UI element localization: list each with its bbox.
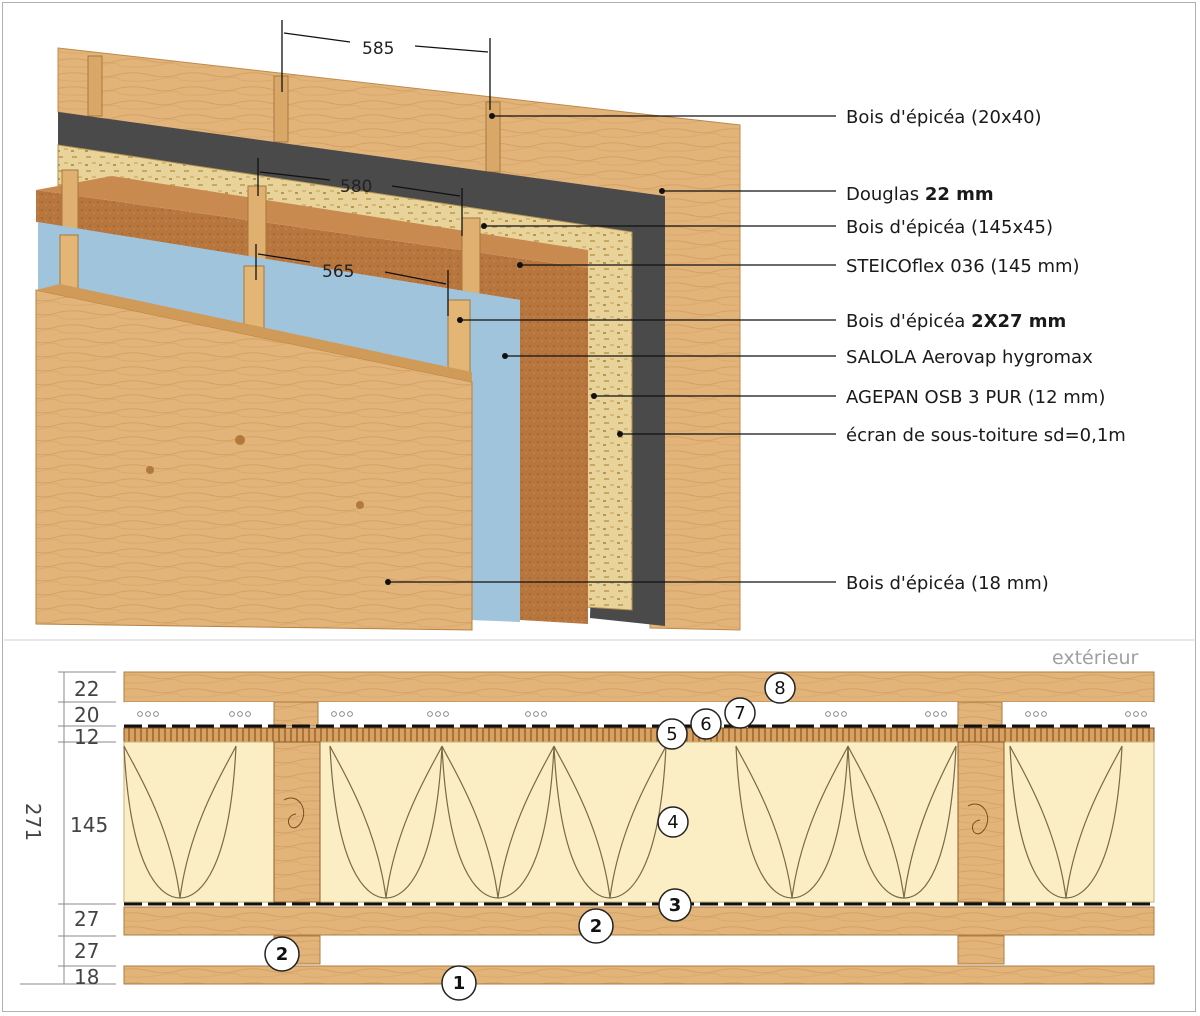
- label-interior-board: Bois d'épicéa (18 mm): [846, 573, 1049, 594]
- thickness-22: 22: [74, 677, 99, 701]
- callout-6: 6: [690, 708, 722, 740]
- spacing-565-label: 565: [322, 262, 354, 282]
- callout-2-upper: 2: [578, 908, 614, 944]
- svg-text:5: 5: [666, 724, 677, 745]
- svg-text:4: 4: [667, 812, 678, 833]
- spacing-585-label: 585: [362, 39, 394, 59]
- callout-7: 7: [724, 697, 756, 729]
- insulation-hatching: [123, 745, 1123, 899]
- thickness-dimension-chain: [20, 671, 116, 985]
- section-fibreboard-12: [123, 727, 1155, 743]
- section-interior-board-18: [123, 965, 1155, 985]
- section-battens-27-upper: [123, 906, 1155, 936]
- callout-8: 8: [764, 672, 796, 704]
- thickness-18: 18: [74, 965, 99, 989]
- svg-text:7: 7: [734, 703, 745, 724]
- thickness-27-upper: 27: [74, 907, 99, 931]
- total-thickness-271: 271: [21, 803, 45, 841]
- section-douglas: [123, 671, 1155, 703]
- section-studs: [273, 741, 1005, 903]
- thickness-20: 20: [74, 703, 99, 727]
- spacing-580-label: 580: [340, 177, 372, 197]
- cross-section: extérieur: [20, 647, 1155, 1001]
- callout-1: 1: [441, 965, 477, 1001]
- exterior-label: extérieur: [1052, 647, 1139, 669]
- thickness-145: 145: [70, 813, 108, 837]
- air-gap-marks: [137, 711, 1147, 717]
- label-agepan-osb: AGEPAN OSB 3 PUR (12 mm): [846, 387, 1105, 408]
- thickness-27-lower: 27: [74, 939, 99, 963]
- label-battens-2x27: Bois d'épicéa 2X27 mm: [846, 311, 1066, 332]
- fibre-insulation-layer: [36, 190, 588, 624]
- svg-text:8: 8: [774, 678, 785, 699]
- svg-text:3: 3: [669, 895, 682, 916]
- thickness-12: 12: [74, 725, 99, 749]
- interior-board-layer: [35, 289, 473, 631]
- svg-text:6: 6: [700, 714, 711, 735]
- label-salola: SALOLA Aerovap hygromax: [846, 347, 1093, 368]
- label-douglas: Douglas 22 mm: [846, 184, 994, 205]
- callout-5: 5: [656, 718, 688, 750]
- isometric-wall: [35, 47, 741, 631]
- spacing-dimensions: [255, 20, 491, 316]
- leader-lines: [388, 115, 836, 583]
- label-underlay-screen: écran de sous-toiture sd=0,1m: [846, 425, 1126, 446]
- section-battens-20x40: [273, 701, 1003, 727]
- svg-text:2: 2: [590, 916, 603, 937]
- svg-text:1: 1: [453, 973, 466, 994]
- label-battens-20x40: Bois d'épicéa (20x40): [846, 107, 1042, 128]
- section-batten-27-right: [957, 935, 1005, 965]
- callout-3: 3: [658, 888, 692, 922]
- svg-text:2: 2: [276, 944, 289, 965]
- label-studs-145x45: Bois d'épicéa (145x45): [846, 217, 1053, 238]
- callout-4: 4: [657, 806, 689, 838]
- callout-2-lower: 2: [264, 936, 300, 972]
- label-steicoflex: STEICOflex 036 (145 mm): [846, 256, 1080, 277]
- leader-dots: [385, 113, 665, 585]
- battens-20x40: [87, 55, 501, 173]
